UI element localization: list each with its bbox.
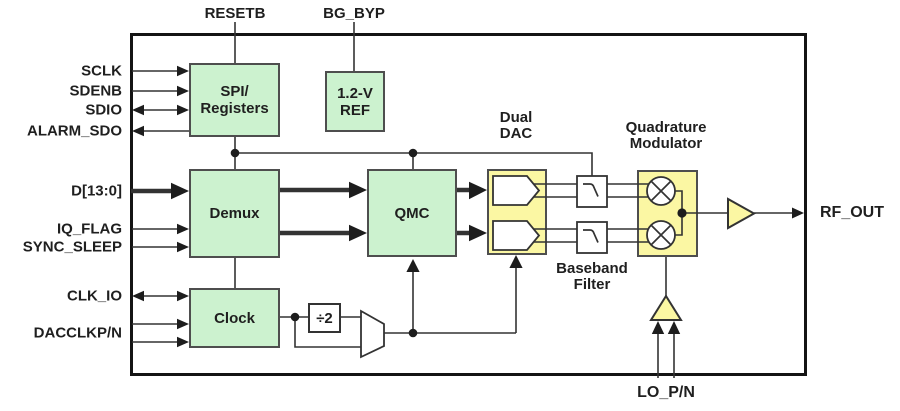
quadrature-modulator-block xyxy=(637,170,698,257)
pin-label-sync-sleep: SYNC_SLEEP xyxy=(22,238,122,256)
pin-label-bg-byp: BG_BYP xyxy=(323,5,385,22)
qmc-block: QMC xyxy=(367,169,457,257)
dual-dac-caption: Dual DAC xyxy=(499,109,533,142)
pin-label-sclk: SCLK xyxy=(81,62,122,80)
pin-label-sdio: SDIO xyxy=(85,101,122,119)
pin-label-resetb: RESETB xyxy=(204,5,266,22)
dual-dac-block xyxy=(487,169,547,255)
pin-label-alarm-sdo: ALARM_SDO xyxy=(26,122,122,140)
quadrature-modulator-caption: Quadrature Modulator xyxy=(625,119,707,152)
demux-block: Demux xyxy=(189,169,280,258)
pin-label-iq-flag: IQ_FLAG xyxy=(56,220,122,238)
bandgap-ref-block: 1.2-V REF xyxy=(325,71,385,132)
pin-label-rf-out: RF_OUT xyxy=(820,204,884,221)
pin-label-lo-pn: LO_P/N xyxy=(637,384,695,401)
divide-by-2-block: ÷2 xyxy=(308,303,341,333)
baseband-filter-caption: Baseband Filter xyxy=(556,260,628,293)
pin-label-d13-0: D[13:0] xyxy=(71,182,122,200)
chip-boundary xyxy=(130,33,807,376)
spi-registers-block: SPI/ Registers xyxy=(189,63,280,137)
pin-label-sdenb: SDENB xyxy=(69,82,122,100)
pin-label-clk-io: CLK_IO xyxy=(66,287,122,305)
pin-label-dacclkpn: DACCLKP/N xyxy=(33,324,122,342)
clock-block: Clock xyxy=(189,288,280,348)
